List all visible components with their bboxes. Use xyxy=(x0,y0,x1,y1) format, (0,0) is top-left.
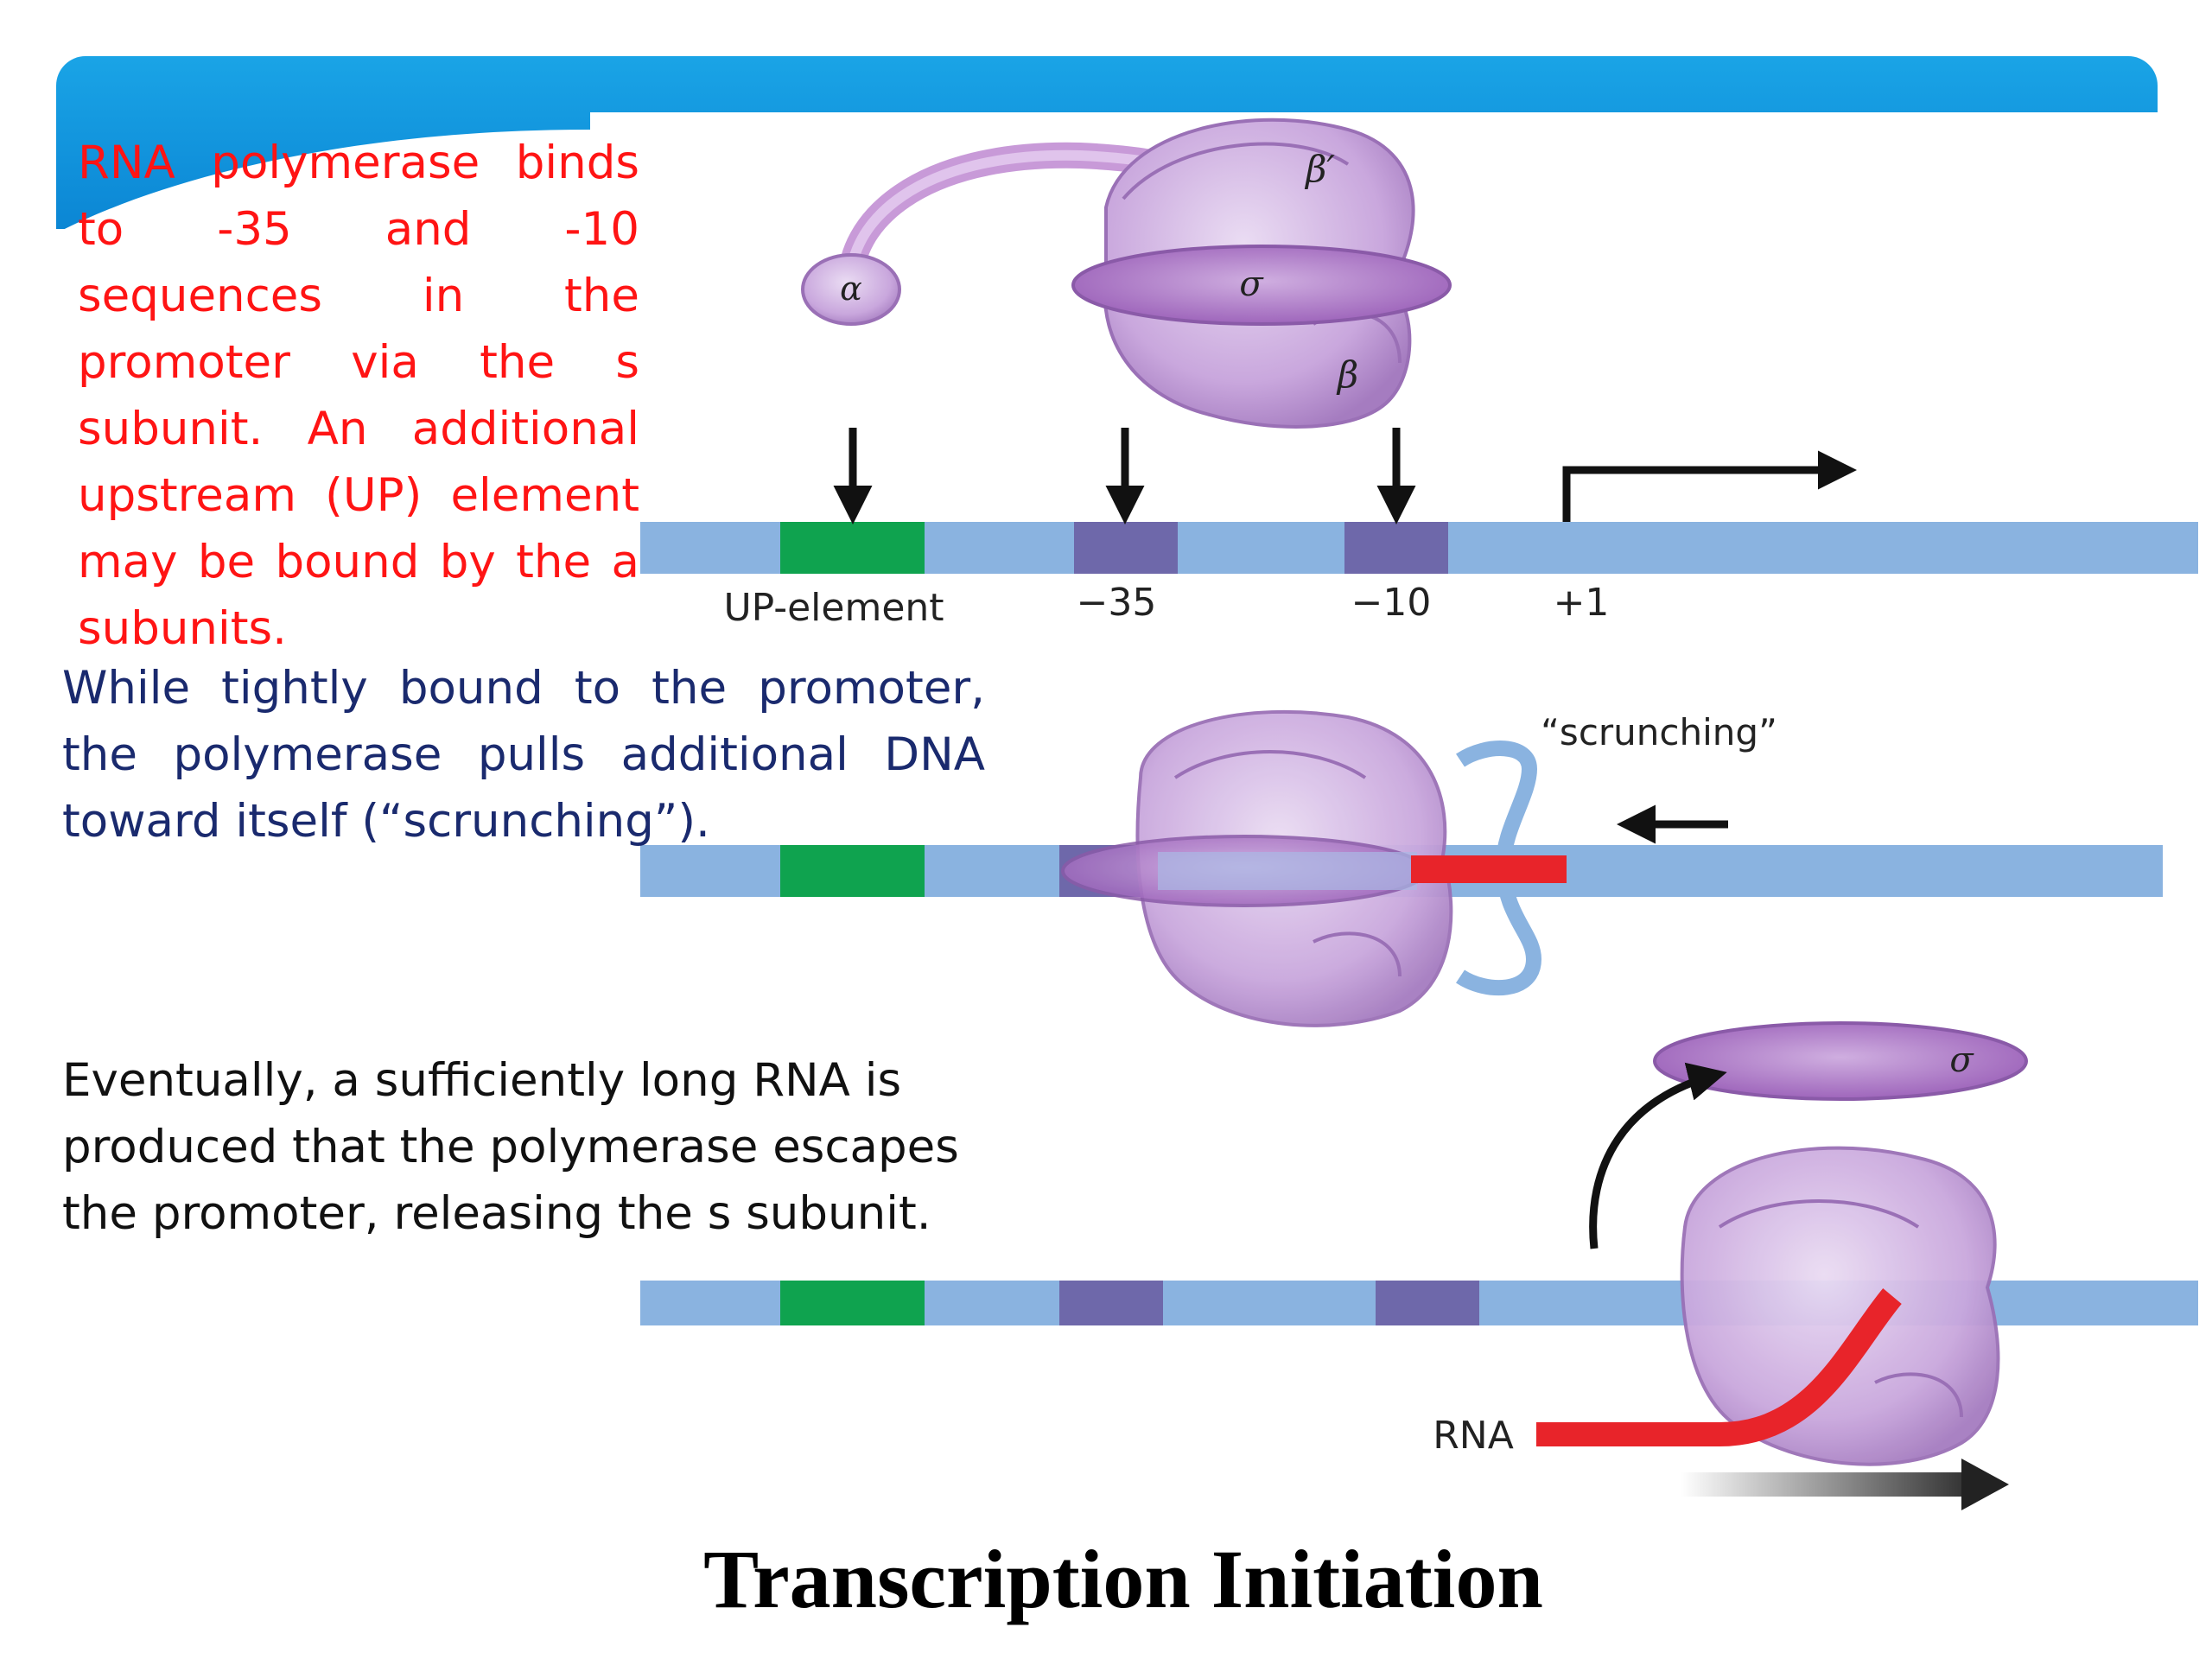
panel-promoter-binding: α β′ σ β UP-element −35 −10 +1 xyxy=(640,118,2198,630)
released-sigma xyxy=(1653,1021,2028,1101)
plus1-label: +1 xyxy=(1554,581,1610,625)
up-element-box-2 xyxy=(780,845,925,897)
direction-arrowhead xyxy=(1961,1459,2009,1510)
paragraph-promoter-escape: Eventually, a sufficiently long RNA is p… xyxy=(62,1054,959,1240)
dna-in-polymerase xyxy=(1158,852,1417,890)
sigma-release-arrow xyxy=(1589,1062,1727,1249)
scrunching-label: “scrunching” xyxy=(1541,711,1777,753)
beta-prime-label: β′ xyxy=(1304,148,1335,190)
rna-transcript xyxy=(1536,1288,1902,1446)
sigma-label-1: σ xyxy=(1239,264,1264,304)
minus35-label: −35 xyxy=(1077,581,1157,625)
up-element-box-1 xyxy=(780,522,925,574)
paragraph-scrunching: While tightly bound to the promoter, the… xyxy=(62,662,985,848)
polymerase-body-3 xyxy=(1680,1146,2000,1466)
minus10-box-3 xyxy=(1376,1281,1479,1325)
up-element-label: UP-element xyxy=(723,586,944,630)
rna-label: RNA xyxy=(1433,1414,1514,1458)
direction-bar xyxy=(1681,1472,1966,1497)
transcription-start-arrow xyxy=(1562,450,1857,522)
minus35-box-3 xyxy=(1059,1281,1163,1325)
slide-title: Transcription Initiation xyxy=(703,1533,1543,1625)
minus10-box-1 xyxy=(1344,522,1448,574)
rna-short xyxy=(1411,855,1567,883)
minus35-box-1 xyxy=(1074,522,1178,574)
minus10-label: −10 xyxy=(1351,581,1432,625)
paragraph-promoter-binding: RNA polymerase binds to -35 and -10 sequ… xyxy=(78,137,639,655)
panel-promoter-escape: σ RNA xyxy=(640,1021,2198,1510)
sigma-subunit xyxy=(1071,245,1452,326)
beta-label: β xyxy=(1336,353,1358,396)
alpha-subunit xyxy=(801,253,901,326)
panel-scrunching: “scrunching” xyxy=(640,709,2163,1027)
alpha-label: α xyxy=(840,270,862,308)
sigma-label-3: σ xyxy=(1949,1040,1974,1080)
up-element-box-3 xyxy=(780,1281,925,1325)
